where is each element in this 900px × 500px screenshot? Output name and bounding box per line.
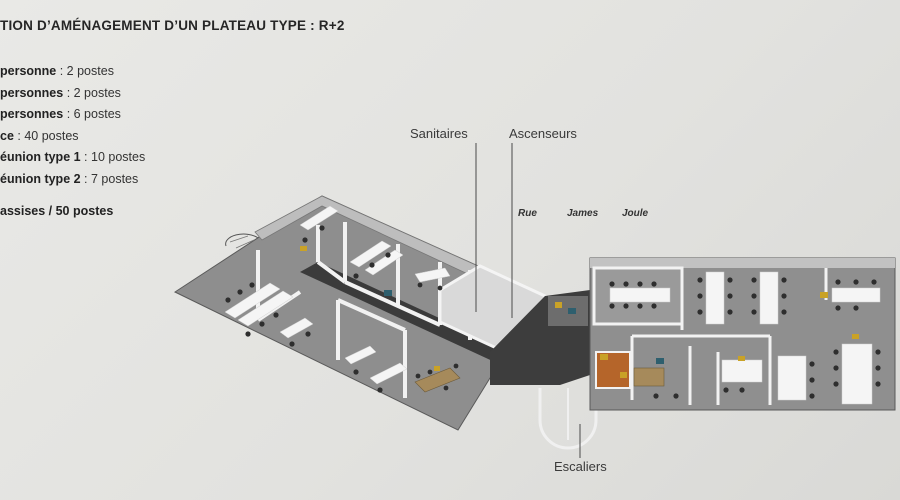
legend-item-label: ce [0,128,14,143]
legend-item-label: éunion type 1 [0,150,81,164]
street-name-word: James [567,208,599,219]
legend-item: éunion type 2 : 7 postes [0,172,200,194]
legend-item-label: personnes [0,85,64,100]
right-wing [589,257,896,411]
desk-cluster-left [224,205,451,385]
street-name-word: Joule [622,208,649,219]
staircase [538,388,598,450]
legend-total: assises / 50 postes [0,204,114,218]
legend-item-label: éunion type 2 [0,171,81,186]
core-junction [490,290,598,450]
partition-wall [344,280,441,327]
meeting-table-left [414,367,461,393]
left-wing [173,195,547,431]
partition-wall [316,260,347,284]
partition-wall [337,298,406,332]
legend-item-value: : 6 postes [63,107,121,121]
legend-item: personnes : 2 postes [0,86,200,108]
legend-item: personnes : 6 postes [0,107,200,129]
label-escaliers: Escaliers [554,459,607,474]
compass-rose [225,233,259,249]
seating-legend: personne : 2 postes personnes : 2 postes… [0,64,200,218]
legend-item-value: : 10 postes [80,150,146,164]
chairs-right [609,277,881,399]
page-title: TION D’AMÉNAGEMENT D’UN PLATEAU TYPE : R… [0,18,345,33]
legend-item: éunion type 1 : 10 postes [0,150,200,172]
right-wing-facade [590,258,895,268]
right-partitions [630,268,828,405]
meeting-table-right [609,287,671,303]
legend-item: ce : 40 postes [0,129,200,151]
chairs-left [225,225,459,393]
legend-item: personne : 2 postes [0,64,200,86]
legend-item-value: : 2 postes [56,64,114,78]
legend-item-value: : 2 postes [63,85,121,100]
legend-item-value: : 40 postes [13,128,79,143]
label-ascenseurs: Ascenseurs [509,126,577,141]
street-name-word: Rue [518,208,537,219]
desk-rows-right [705,271,881,405]
label-sanitaires: Sanitaires [410,126,468,141]
accent-furniture-left [300,246,440,371]
legend-item-value: : 7 postes [80,171,139,186]
accent-furniture-right [600,292,859,378]
legend-item-label: personnes [0,107,64,121]
legend-item-label: personne [0,64,57,78]
